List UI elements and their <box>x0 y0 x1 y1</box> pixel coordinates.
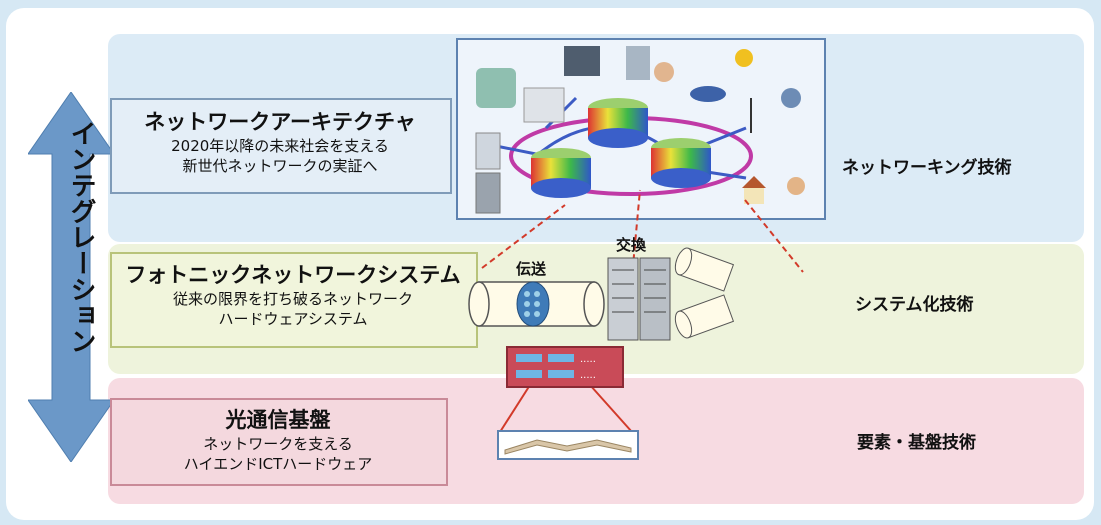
foundation-box <box>110 398 448 486</box>
architecture-line2: 新世代ネットワークの実証へ <box>182 157 378 175</box>
photonic-line2: ハードウェアシステム <box>218 310 368 328</box>
worker-icon <box>735 49 753 67</box>
foundation-line2: ハイエンドICTハードウェア <box>183 455 373 473</box>
svg-text:.....: ..... <box>580 354 596 365</box>
foundation-title: 光通信基盤 <box>225 408 331 432</box>
waveguide-chip-icon <box>497 430 639 460</box>
people-icon <box>654 62 674 82</box>
router-icon <box>588 98 648 148</box>
svg-text:.....: ..... <box>580 370 596 381</box>
element-tech-label: 要素・基盤技術 <box>857 433 976 453</box>
car-icon <box>690 86 726 102</box>
systemization-tech-label: システム化技術 <box>855 295 974 315</box>
switch-rack-icon <box>607 257 671 341</box>
house-icon <box>742 176 766 188</box>
house-icon <box>744 188 764 204</box>
router-icon <box>531 148 591 198</box>
networking-tech-label: ネットワーキング技術 <box>842 158 1012 178</box>
architecture-title: ネットワークアーキテクチャ <box>144 110 416 134</box>
photonic-title: フォトニックネットワークシステム <box>125 263 461 287</box>
output-fibers <box>674 247 735 339</box>
integration-arrow <box>28 92 114 462</box>
server-icon <box>475 172 501 214</box>
switching-label: 交換 <box>616 236 647 254</box>
chip-module-icon: ..... ..... <box>506 346 624 388</box>
office-icon <box>523 87 565 123</box>
building-icon <box>626 46 650 80</box>
integration-label: インテグレーション <box>66 120 96 354</box>
transmission-label: 伝送 <box>516 260 547 278</box>
person-phone-icon <box>781 88 801 108</box>
family-icon <box>787 177 805 195</box>
photonic-line1: 従来の限界を打ち破るネットワーク <box>172 290 413 308</box>
photonic-box <box>110 252 478 348</box>
server-icon <box>475 132 501 170</box>
foundation-line1: ネットワークを支える <box>203 435 353 453</box>
computer-user-icon <box>564 46 600 76</box>
hospital-icon <box>476 68 516 108</box>
network-illustration <box>456 38 826 220</box>
fiber-bundle-icon <box>516 281 550 327</box>
router-icon <box>651 138 711 188</box>
fiber-cable <box>468 281 605 327</box>
architecture-line1: 2020年以降の未来社会を支える <box>171 137 389 155</box>
architecture-box <box>110 98 452 194</box>
